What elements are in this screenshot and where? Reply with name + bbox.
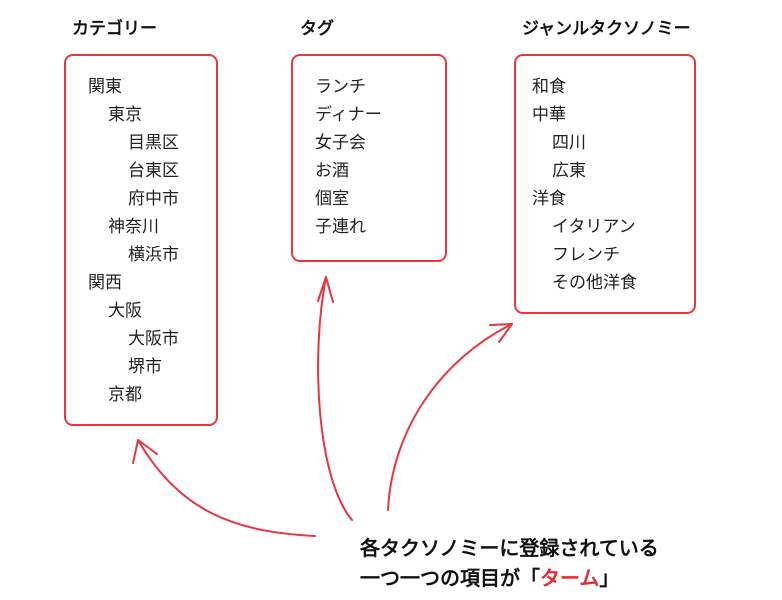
genre-list: 和食 中華 四川 広東 洋食 イタリアン フレンチ その他洋食 [532, 73, 694, 297]
list-item: 京都 [108, 385, 142, 405]
list-item: 堺市 [128, 357, 162, 377]
list-item: 府中市 [128, 189, 179, 209]
arrow-to-genre-head [489, 323, 513, 343]
list-item: 中華 [532, 105, 566, 125]
tag-list: ランチ ディナー 女子会 お酒 個室 子連れ [315, 73, 445, 241]
genre-taxonomy-heading: ジャンルタクソノミー [522, 19, 691, 39]
genre-taxonomy-box: 和食 中華 四川 広東 洋食 イタリアン フレンチ その他洋食 [514, 54, 696, 314]
list-item: ディナー [315, 105, 382, 125]
list-item: 子連れ [315, 217, 366, 237]
list-item: 関東 [88, 77, 122, 97]
arrow-to-tag-head [317, 276, 334, 303]
caption-line-1: 各タクソノミーに登録されている [360, 536, 659, 560]
list-item: 東京 [108, 105, 142, 125]
list-item: 目黒区 [128, 133, 179, 153]
caption-line-2-suffix: 」 [599, 566, 620, 590]
term-keyword: ターム [540, 566, 600, 590]
list-item: 個室 [315, 189, 349, 209]
category-box: 関東 東京 目黒区 台東区 府中市 神奈川 横浜市 関西 大阪 大阪市 堺市 京… [64, 54, 218, 426]
list-item: その他洋食 [552, 273, 637, 293]
list-item: 大阪市 [128, 329, 179, 349]
list-item: 神奈川 [108, 217, 159, 237]
list-item: 四川 [552, 133, 586, 153]
caption-line-2-prefix: 一つ一つの項目が「 [360, 566, 540, 590]
arrow-to-genre [387, 323, 513, 511]
caption-line-2: 一つ一つの項目が「ターム」 [360, 562, 619, 591]
tag-box: ランチ ディナー 女子会 お酒 個室 子連れ [291, 54, 447, 262]
list-item: 関西 [88, 273, 122, 293]
list-item: 和食 [532, 77, 566, 97]
list-item: フレンチ [552, 245, 620, 265]
list-item: イタリアン [552, 217, 636, 237]
category-list: 関東 東京 目黒区 台東区 府中市 神奈川 横浜市 関西 大阪 大阪市 堺市 京… [88, 73, 216, 409]
list-item: 台東区 [128, 161, 179, 181]
list-item: お酒 [315, 161, 349, 181]
list-item: ランチ [315, 77, 366, 97]
category-heading: カテゴリー [72, 19, 157, 39]
list-item: 大阪 [108, 301, 142, 321]
arrow-to-category [137, 439, 316, 537]
list-item: 横浜市 [128, 245, 179, 265]
list-item: 洋食 [532, 189, 566, 209]
list-item: 女子会 [315, 133, 366, 153]
tag-heading: タグ [300, 19, 334, 39]
arrow-to-category-head [132, 439, 158, 464]
list-item: 広東 [552, 161, 586, 181]
arrow-to-tag [317, 276, 353, 521]
